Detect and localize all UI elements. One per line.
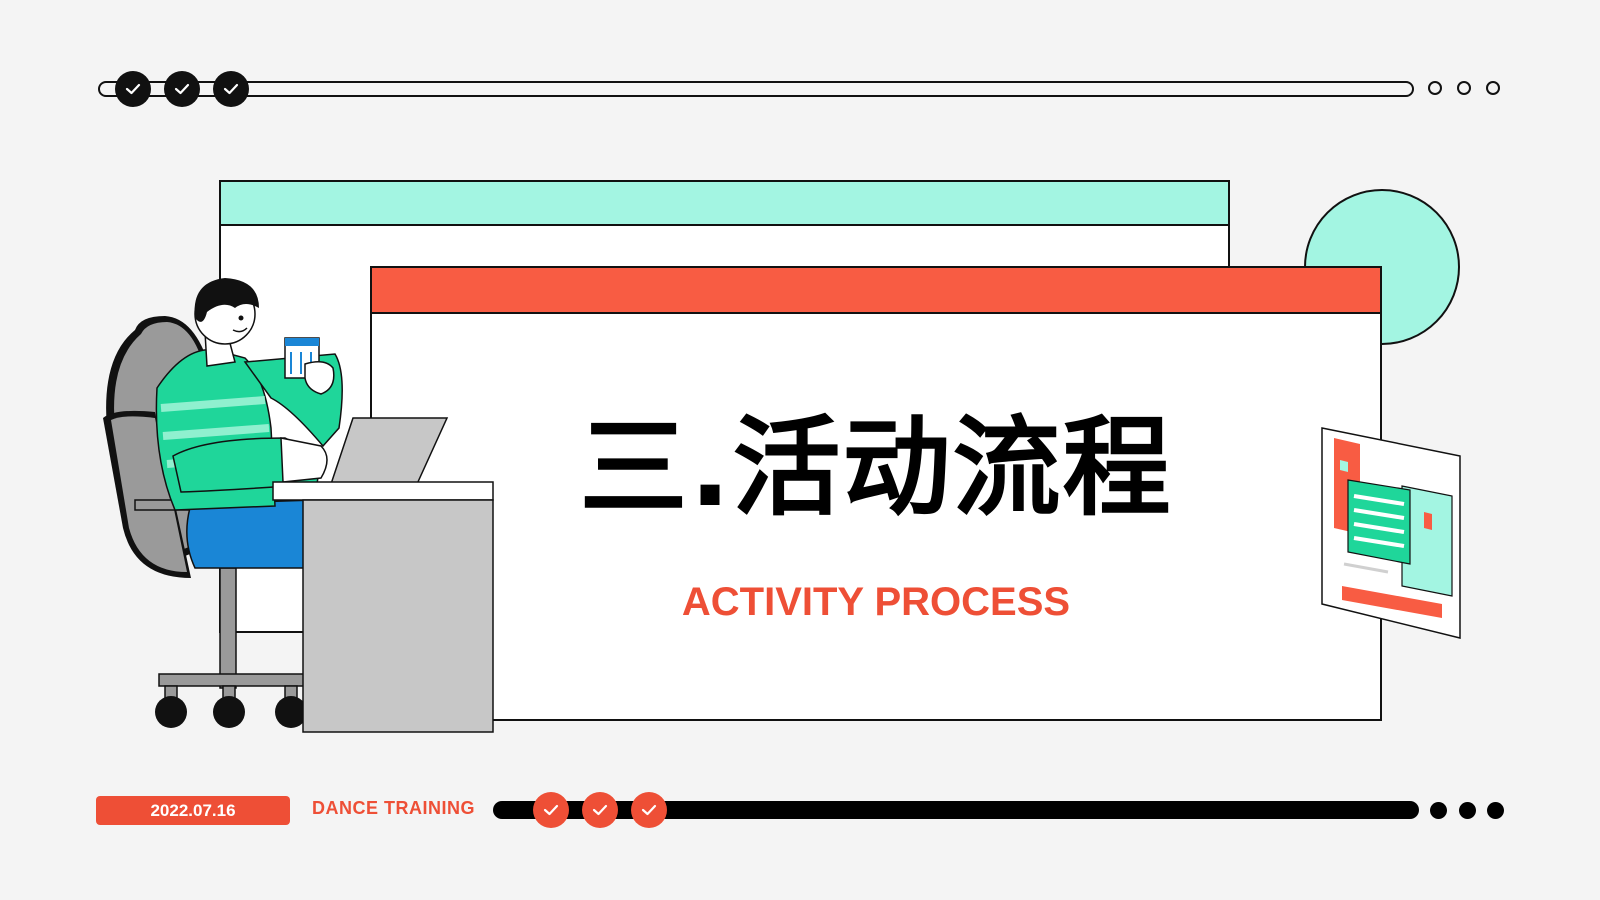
back-window-titlebar [221, 182, 1228, 226]
check-icon [115, 71, 151, 107]
dot-icon [1459, 802, 1476, 819]
slide-title: 三.活动流程 [579, 406, 1173, 531]
slide-subtitle: ACTIVITY PROCESS [681, 580, 1071, 624]
bottom-progress-track [493, 801, 1419, 819]
check-icon [213, 71, 249, 107]
ring-icon [1486, 81, 1500, 95]
top-progress-track [98, 81, 1414, 97]
check-icon [164, 71, 200, 107]
ring-icon [1457, 81, 1471, 95]
event-tag-label: DANCE TRAINING [312, 798, 475, 818]
date-badge: 2022.07.16 [96, 796, 290, 825]
check-icon [631, 792, 667, 828]
check-icon [533, 792, 569, 828]
check-icon [582, 792, 618, 828]
front-window [370, 266, 1382, 721]
dot-icon [1430, 802, 1447, 819]
front-window-titlebar [372, 268, 1380, 314]
dot-icon [1487, 802, 1504, 819]
person-at-desk-illustration [103, 278, 494, 733]
document-card-illustration [1321, 427, 1461, 639]
ring-icon [1428, 81, 1442, 95]
